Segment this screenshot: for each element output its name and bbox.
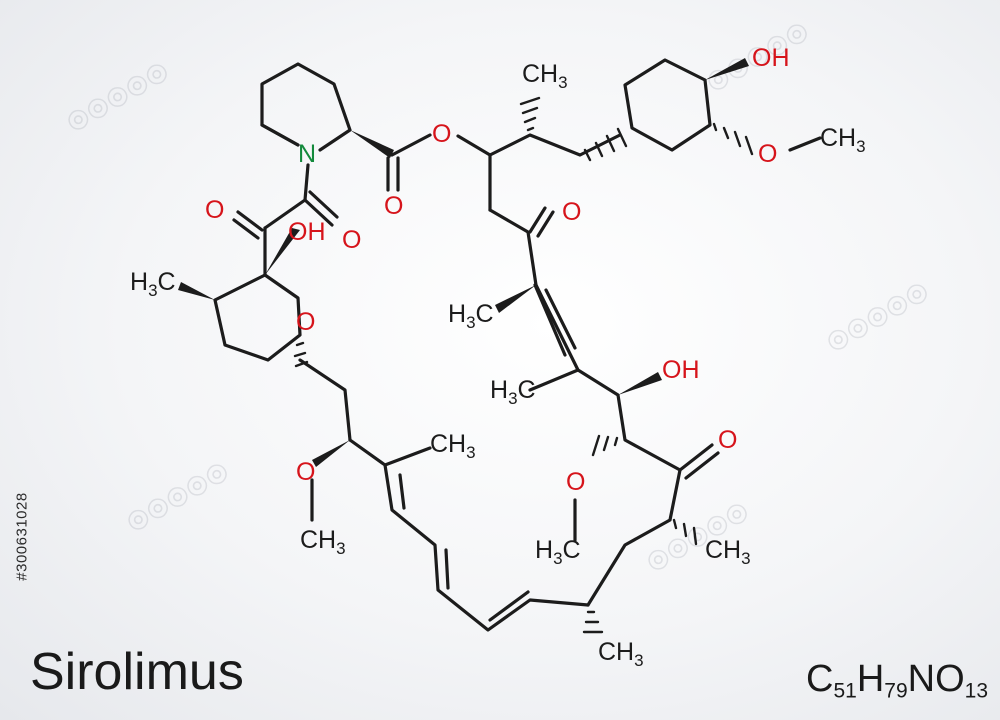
hashed-bond — [591, 434, 619, 457]
hashed-bond — [672, 518, 698, 546]
oxygen-atom: O — [566, 468, 585, 496]
nitrogen-atom: N — [298, 140, 316, 168]
stock-image-id: #300631028 — [13, 492, 31, 581]
hydroxyl-group: OH — [752, 44, 790, 72]
hydroxyl-group: OH — [662, 356, 700, 384]
compound-name: Sirolimus — [30, 643, 244, 701]
hashed-bond — [582, 610, 604, 634]
methyl-group: CH3 — [820, 124, 866, 156]
wedge-bond — [178, 282, 215, 300]
wedge-bond — [618, 372, 662, 395]
methyl-group: CH3 — [300, 526, 346, 558]
methyl-group: H3C — [130, 268, 176, 300]
hashed-bond — [519, 96, 541, 132]
methyl-group: CH3 — [430, 430, 476, 462]
oxygen-atom: O — [432, 120, 451, 148]
oxygen-atom: O — [342, 226, 361, 254]
methyl-group: CH3 — [598, 638, 644, 670]
oxygen-atom: O — [758, 140, 777, 168]
cyclohexane-ring — [623, 58, 712, 152]
methyl-group: CH3 — [522, 60, 568, 92]
oxygen-atom: O — [718, 426, 737, 454]
methyl-group: CH3 — [705, 536, 751, 568]
piperidine-ring — [260, 62, 352, 152]
oxygen-atom: O — [384, 192, 403, 220]
oxygen-atom: O — [296, 308, 315, 336]
oxygen-atom: O — [562, 198, 581, 226]
molecular-formula: C51H79NO13 — [806, 658, 988, 703]
wedge-bond — [265, 228, 300, 275]
methyl-group: H3C — [490, 376, 536, 408]
hashed-bond — [712, 122, 754, 156]
methyl-group: H3C — [448, 300, 494, 332]
wedge-bond — [312, 440, 350, 467]
oxygen-atom: O — [205, 196, 224, 224]
wedge-bond — [495, 285, 536, 313]
wedge-bond — [350, 130, 394, 158]
oxane-ring — [213, 273, 302, 362]
oxygen-atom: O — [296, 458, 315, 486]
wedge-bond — [705, 58, 749, 80]
hydroxyl-group: OH — [288, 218, 326, 246]
hashed-bond — [583, 127, 628, 162]
methyl-group: H3C — [535, 536, 581, 568]
